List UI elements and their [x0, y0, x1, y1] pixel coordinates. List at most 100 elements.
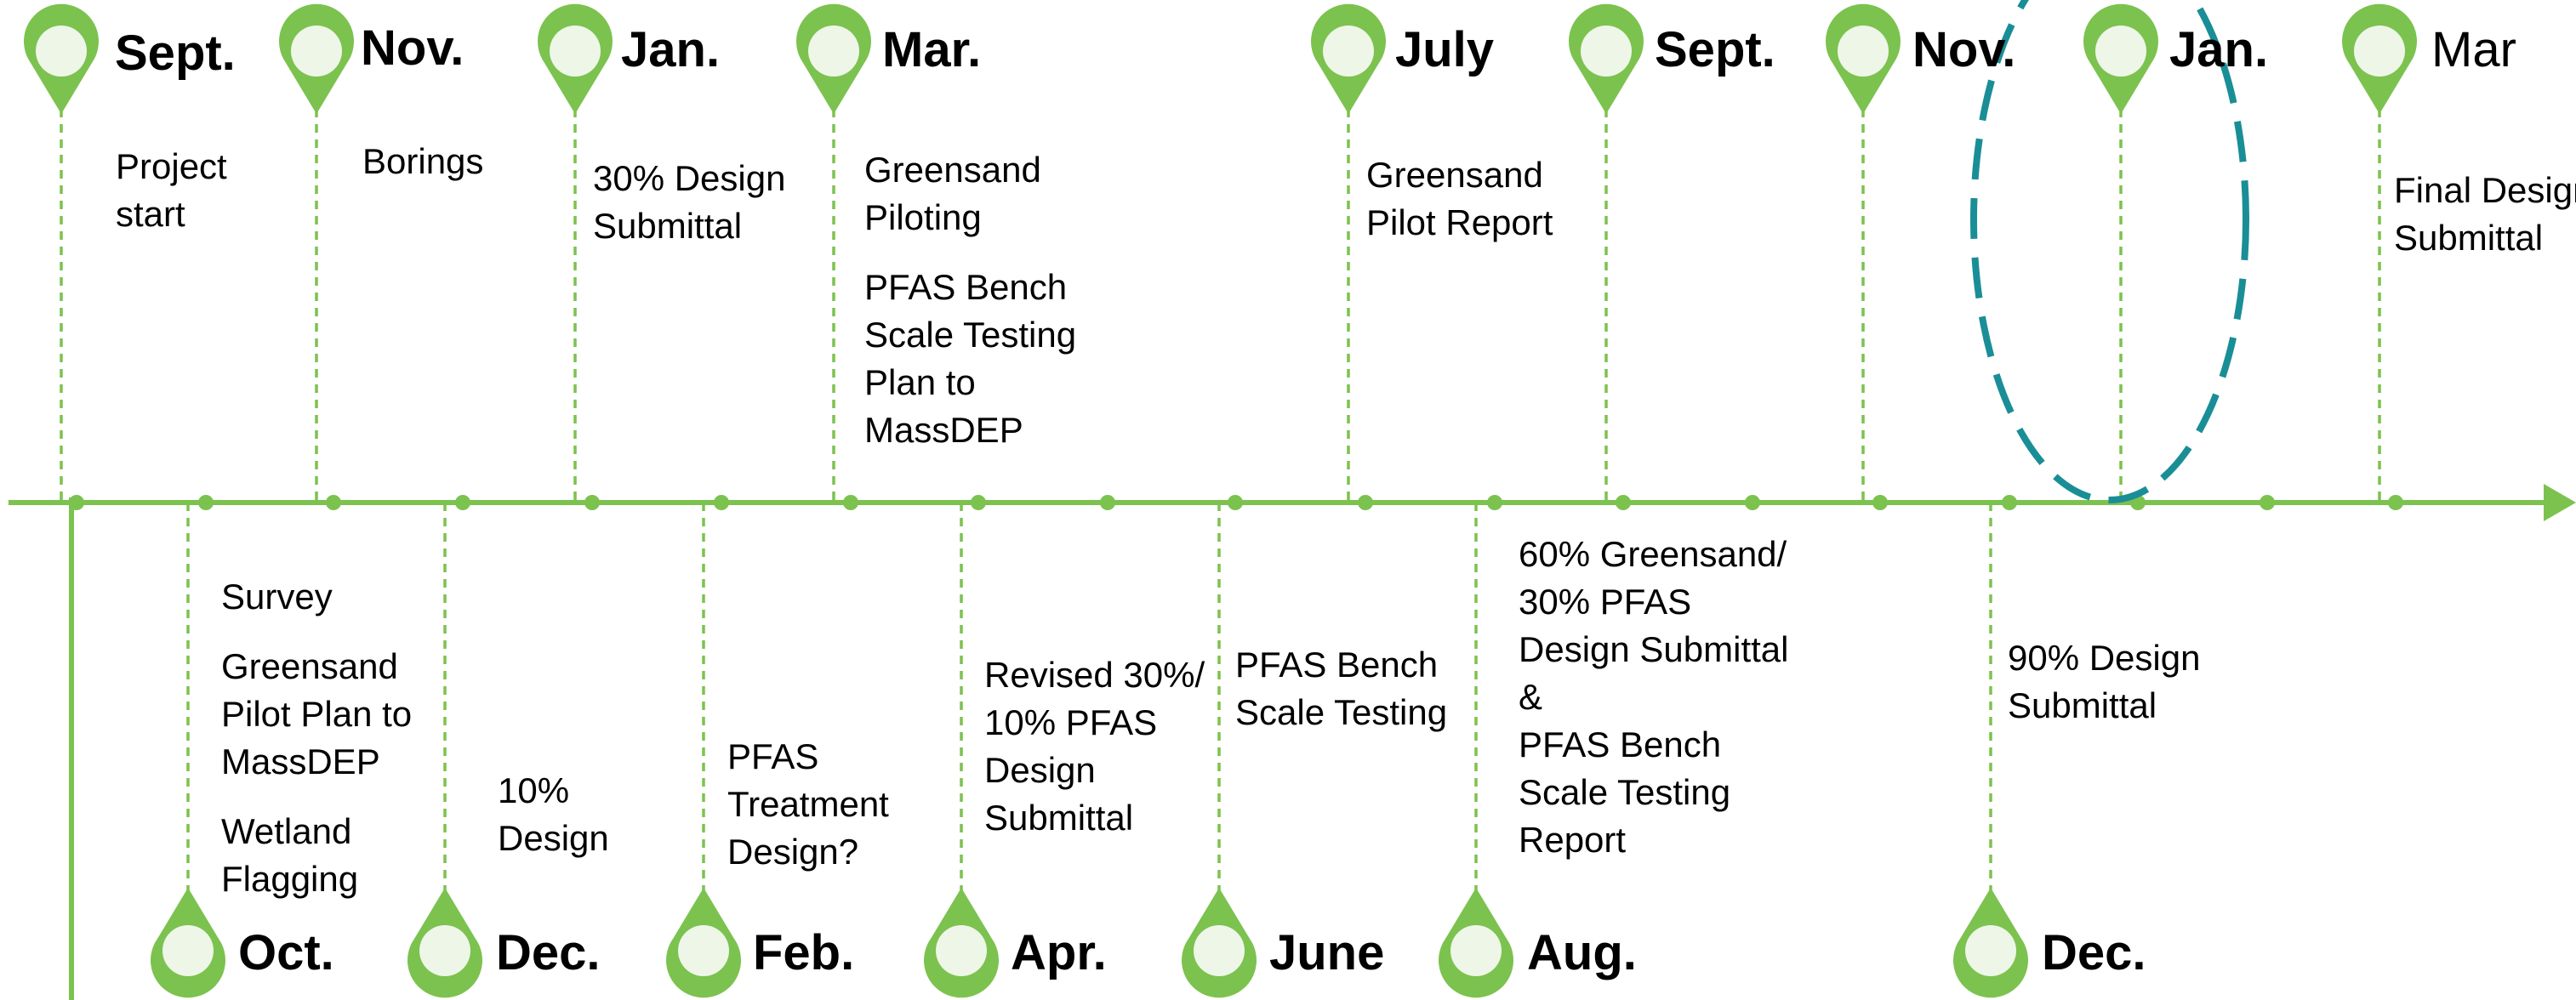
- event-text-line: MassDEP: [864, 410, 1023, 450]
- pin-center: [936, 925, 987, 976]
- event-text-line: Survey: [221, 577, 333, 616]
- pin-center: [162, 925, 214, 976]
- month-tick: [1487, 495, 1502, 510]
- event-text-line: Wetland: [221, 811, 352, 851]
- event-text-line: Greensand: [1366, 155, 1543, 195]
- event-item: Project start: [116, 143, 227, 238]
- event-text-line: start: [116, 194, 185, 234]
- pin-center: [678, 925, 729, 976]
- bottom-milestone: [1182, 503, 1257, 998]
- bottom-milestone: [407, 503, 482, 998]
- month-label: Nov.: [1912, 22, 2016, 77]
- month-tick: [1358, 495, 1373, 510]
- event-text-line: Submittal: [984, 798, 1134, 838]
- event-text-line: Final Design: [2394, 170, 2576, 210]
- month-tick: [2260, 495, 2275, 510]
- event-text-line: 30% PFAS: [1519, 582, 1692, 622]
- top-milestone: [2083, 3, 2158, 503]
- event-text-line: Submittal: [593, 206, 743, 246]
- event-item: 10%Design: [498, 767, 609, 862]
- bottom-milestone: [151, 503, 225, 998]
- month-label: Feb.: [753, 925, 855, 980]
- top-milestone: [1311, 3, 1386, 503]
- event-text-line: Submittal: [2394, 218, 2544, 258]
- event-text-line: Greensand: [221, 646, 398, 686]
- event-text-line: 10%: [498, 770, 570, 810]
- event-text-line: Plan to: [864, 362, 976, 402]
- month-label: Dec.: [496, 925, 601, 980]
- month-tick: [2388, 495, 2403, 510]
- event-text-line: PFAS Bench: [1519, 724, 1722, 764]
- event-text-line: Greensand: [864, 150, 1041, 190]
- event-item: Borings: [362, 138, 483, 185]
- month-label: June: [1269, 925, 1385, 980]
- pin-center: [36, 26, 87, 77]
- event-text-line: Submittal: [2008, 685, 2157, 725]
- month-label: Mar: [2431, 22, 2516, 77]
- event-text-line: Scale Testing: [1235, 692, 1448, 732]
- top-milestone: [24, 3, 100, 503]
- month-label: Sept.: [115, 26, 236, 81]
- pin-center: [1450, 925, 1502, 976]
- month-label: Nov.: [361, 20, 464, 76]
- pin-center: [1965, 925, 2016, 976]
- event-text-line: Pilot Report: [1366, 202, 1553, 242]
- month-tick: [1616, 495, 1631, 510]
- event-text-line: Project: [116, 146, 227, 186]
- bottom-milestone: [924, 503, 999, 998]
- pin-center: [1581, 26, 1632, 77]
- month-tick: [2002, 495, 2017, 510]
- month-tick: [69, 495, 84, 510]
- event-text-line: Design?: [727, 832, 859, 872]
- month-label: Aug.: [1527, 925, 1637, 980]
- month-label: July: [1395, 22, 1495, 77]
- event-text-line: Design Submittal: [1519, 629, 1789, 669]
- top-milestone: [1826, 3, 1901, 503]
- event-text-line: Report: [1519, 820, 1627, 860]
- event-text-line: 90% Design: [2008, 638, 2201, 678]
- month-label: Jan.: [621, 22, 721, 77]
- month-label: Mar.: [882, 22, 982, 77]
- month-label: Apr.: [1011, 925, 1107, 980]
- month-tick: [1872, 495, 1888, 510]
- pin-center: [1323, 26, 1374, 77]
- month-label: Jan.: [2169, 22, 2269, 77]
- event-text-line: Revised 30%/: [984, 655, 1205, 695]
- pin-center: [2354, 26, 2405, 77]
- highlight-ellipse: [1970, 0, 2249, 503]
- bottom-milestone: [666, 503, 741, 998]
- event-text-line: PFAS: [727, 736, 819, 776]
- milestone-events: Borings: [362, 138, 483, 185]
- event-text-line: Scale Testing: [864, 315, 1077, 355]
- top-milestone: [1569, 3, 1644, 503]
- event-text-line: &: [1519, 677, 1543, 717]
- pin-center: [550, 26, 601, 77]
- event-text-line: Borings: [362, 141, 484, 181]
- pin-center: [419, 925, 470, 976]
- month-tick: [198, 495, 214, 510]
- pin-center: [291, 26, 342, 77]
- top-milestone: [796, 3, 871, 503]
- month-label: Dec.: [2042, 925, 2146, 980]
- pin-center: [1838, 26, 1889, 77]
- month-tick: [714, 495, 729, 510]
- event-text-line: Flagging: [221, 859, 359, 899]
- event-text-line: 30% Design: [593, 158, 786, 198]
